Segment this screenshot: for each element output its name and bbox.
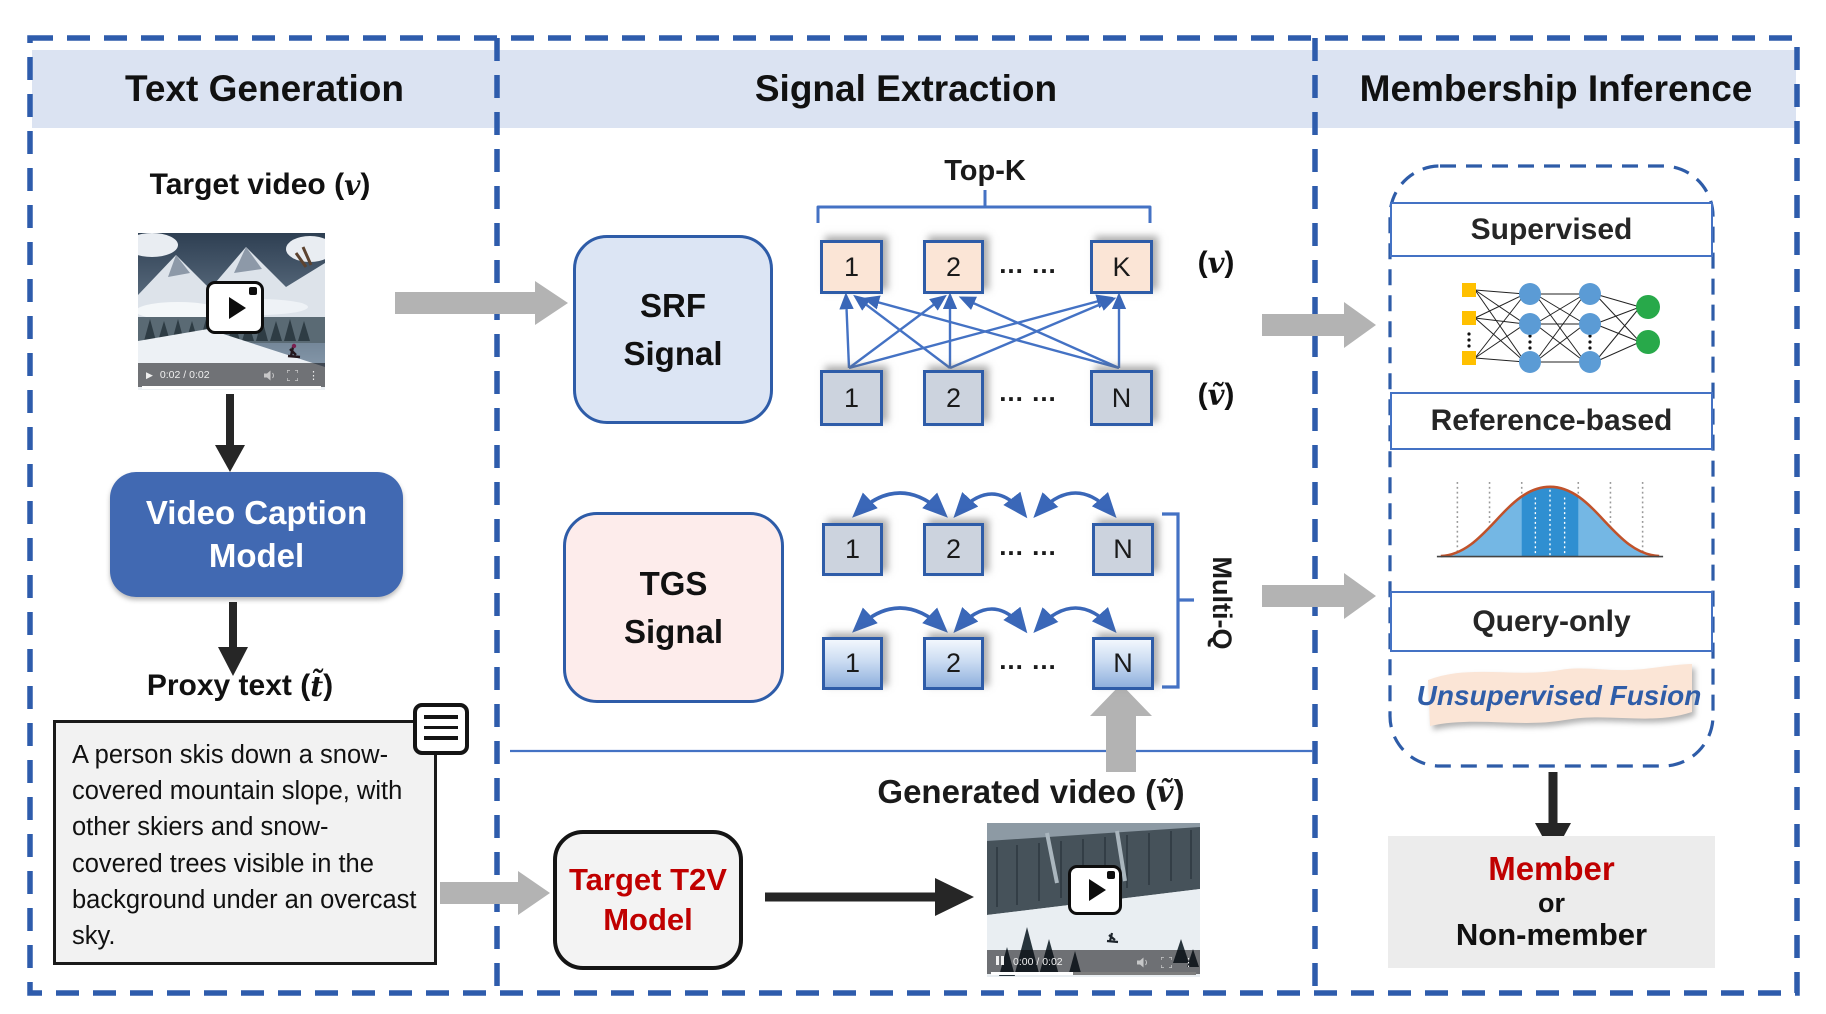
- tgs-row1-frame-n: N: [1092, 523, 1154, 576]
- generated-video-symbol-label: (ṽ): [1197, 378, 1235, 412]
- srf-top-frame-k: K: [1090, 240, 1153, 294]
- target-video-player[interactable]: ▶ 0:02 / 0:02 ⋮: [138, 233, 325, 390]
- srf-crossmatch-arrows: [839, 292, 1127, 370]
- kebab-menu-icon[interactable]: ⋮: [1183, 956, 1194, 969]
- panel-borders: [27, 35, 1800, 996]
- gaussian-distribution-icon: [1436, 481, 1664, 558]
- nonmember-text: Non-member: [1455, 917, 1648, 953]
- flow-arrows-black: [215, 394, 1571, 916]
- tgs-row1-frame-1: 1: [822, 523, 883, 576]
- member-result-box: Member or Non-member: [1388, 836, 1715, 968]
- srf-bottom-frame-n: N: [1090, 370, 1153, 426]
- multi-q-bracket: [1162, 512, 1194, 689]
- tgs-row1-ellipsis: ... ...: [999, 530, 1057, 561]
- tgs-temporal-arcs-row1: [852, 491, 1117, 519]
- fullscreen-icon[interactable]: [287, 369, 298, 381]
- member-text: Member: [1488, 850, 1615, 888]
- generated-video-controls[interactable]: 0:00 / 0:02 ⋮: [987, 950, 1200, 974]
- top-k-bracket: [816, 190, 1152, 223]
- generated-video-label: Generated video (ṽ): [877, 773, 1185, 810]
- header-band: [32, 50, 1796, 128]
- top-k-label: Top-K: [944, 154, 1026, 187]
- method-reference-based-box: Reference-based: [1390, 392, 1713, 450]
- or-text: or: [1538, 888, 1565, 918]
- target-video-symbol-label: (v): [1197, 246, 1235, 280]
- document-icon: [413, 703, 469, 755]
- method-supervised-box: Supervised: [1390, 202, 1713, 257]
- panel-title-text-generation: Text Generation: [125, 68, 404, 109]
- generated-video-progress[interactable]: [991, 971, 1196, 975]
- play-icon[interactable]: [206, 281, 264, 334]
- srf-top-frame-1: 1: [820, 240, 883, 294]
- tgs-row2-ellipsis: ... ...: [999, 644, 1057, 675]
- flow-arrows-gray: [395, 281, 1376, 915]
- proxy-text-label: Proxy text (t̃): [146, 669, 334, 703]
- panel-title-signal-extraction: Signal Extraction: [754, 68, 1058, 109]
- video-caption-model-box: Video Caption Model: [110, 472, 403, 597]
- unsupervised-fusion-label: Unsupervised Fusion: [1416, 680, 1702, 711]
- fullscreen-icon[interactable]: [1161, 956, 1172, 968]
- speaker-icon[interactable]: [1137, 957, 1150, 968]
- target-t2v-model-box: Target T2V Model: [553, 830, 743, 970]
- target-video-progress[interactable]: [142, 385, 321, 389]
- playback-time: 0:02 / 0:02: [159, 369, 210, 381]
- panel-title-membership-inference: Membership Inference: [1359, 68, 1753, 109]
- kebab-menu-icon[interactable]: ⋮: [308, 369, 319, 382]
- inference-methods-group-border: [1388, 164, 1715, 768]
- tgs-row2-frame-n: N: [1092, 637, 1154, 690]
- unsupervised-fusion-ribbon: [1428, 664, 1692, 726]
- multi-q-label: Multi-Q: [1207, 556, 1237, 650]
- srf-bottom-frame-1: 1: [820, 370, 883, 426]
- pause-icon[interactable]: [996, 956, 1006, 968]
- srf-top-frame-2: 2: [923, 240, 984, 294]
- playback-time: 0:00 / 0:02: [1013, 956, 1063, 968]
- play-icon[interactable]: ▶: [146, 369, 153, 380]
- target-video-label: Target video (v): [149, 168, 371, 202]
- srf-bottom-ellipsis: ... ...: [999, 376, 1057, 407]
- skier-figure: [287, 343, 301, 359]
- tgs-row1-frame-2: 2: [923, 523, 984, 576]
- neural-network-icon: [1462, 283, 1660, 373]
- play-icon[interactable]: [1068, 865, 1122, 915]
- proxy-text-box: A person skis down a snow-covered mounta…: [53, 720, 437, 965]
- tgs-temporal-arcs-row2: [852, 606, 1117, 634]
- speaker-icon[interactable]: [264, 370, 277, 381]
- tgs-row2-frame-1: 1: [822, 637, 883, 690]
- srf-bottom-frame-2: 2: [923, 370, 984, 426]
- target-video-controls[interactable]: ▶ 0:02 / 0:02 ⋮: [138, 363, 325, 387]
- srf-top-ellipsis: ... ...: [999, 248, 1057, 279]
- generated-video-player[interactable]: 0:00 / 0:02 ⋮: [987, 823, 1200, 977]
- skier-figure: [1106, 932, 1119, 944]
- method-query-only-box: Query-only: [1390, 591, 1713, 652]
- tgs-row2-frame-2: 2: [923, 637, 984, 690]
